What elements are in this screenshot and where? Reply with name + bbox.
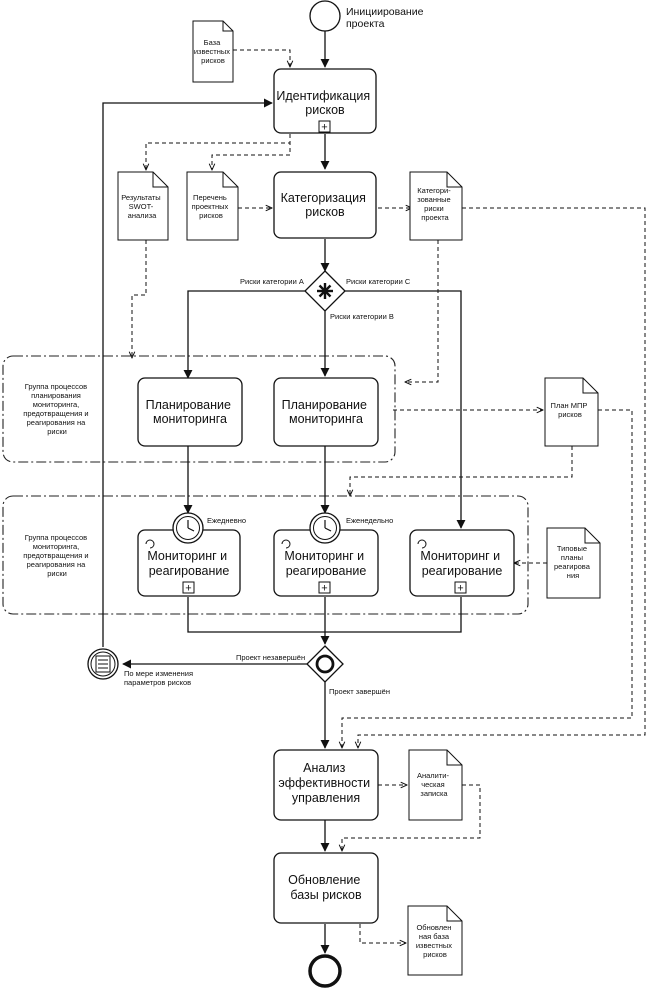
task-identification[interactable]: Идентификация рисков + xyxy=(273,68,377,134)
start-event-label: Инициирование проекта xyxy=(346,6,426,30)
flow-label-cat-a: Риски категории A xyxy=(240,277,304,286)
planning-group-label: Группа процессов планирования мониторинг… xyxy=(23,382,90,436)
start-event xyxy=(309,0,341,32)
svg-text:Обновление базы рисков: Обновление базы рисков xyxy=(288,873,364,902)
subprocess-marker xyxy=(454,581,467,594)
subprocess-marker xyxy=(182,581,195,594)
svg-text:Перечень проектных: Перечень проектных рисков xyxy=(192,193,231,220)
task-planning-b[interactable]: Планирование мониторинга xyxy=(273,377,379,447)
flow-label-cat-c: Риски категории C xyxy=(346,277,411,286)
svg-text:Аналити- ческая за: Аналити- ческая записка xyxy=(417,771,451,798)
event-gateway xyxy=(306,645,344,683)
task-analysis[interactable]: Анализ эффективности управления xyxy=(273,749,379,821)
task-categorization[interactable]: Категоризация рисков xyxy=(273,171,377,239)
data-analytic-note[interactable]: Аналити- ческая записка xyxy=(408,749,463,821)
svg-text:Категоризация рисков: Категоризация рисков xyxy=(281,191,370,219)
svg-text:Результаты SWOT- а: Результаты SWOT- анализа xyxy=(121,193,163,220)
loop-icon xyxy=(281,539,291,549)
data-swot[interactable]: Результаты SWOT- анализа xyxy=(117,171,169,241)
data-known-risks[interactable]: База известных рисков xyxy=(192,20,234,83)
svg-text:+: + xyxy=(457,583,463,595)
end-event xyxy=(308,954,342,988)
svg-text:+: + xyxy=(185,583,191,595)
svg-text:Мониторинг и реагировани: Мониторинг и реагирование xyxy=(420,549,503,578)
svg-text:+: + xyxy=(321,583,327,595)
data-project-risks[interactable]: Перечень проектных рисков xyxy=(186,171,239,241)
subprocess-marker xyxy=(318,581,331,594)
monitoring-group-label: Группа процессов мониторинга, предотвращ… xyxy=(23,533,90,578)
svg-text:План МПР рисков: План МПР рисков xyxy=(551,401,590,419)
svg-text:Обновлен ная база: Обновлен ная база известных рисков xyxy=(416,923,454,959)
data-updated-base[interactable]: Обновлен ная база известных рисков xyxy=(407,905,463,976)
timer-event-daily xyxy=(172,512,204,544)
svg-text:+: + xyxy=(321,122,327,134)
task-update[interactable]: Обновление базы рисков xyxy=(273,852,379,924)
flow-label-weekly: Еженедельно xyxy=(346,516,393,525)
loop-icon xyxy=(417,539,427,549)
data-categorized-risks[interactable]: Категори- зованные риски проекта xyxy=(409,171,463,241)
data-typical-plans[interactable]: Типовые планы реагирова ния xyxy=(546,527,601,599)
complex-gateway xyxy=(304,270,346,312)
svg-text:Мониторинг и реагировани: Мониторинг и реагирование xyxy=(147,549,230,578)
flow-label-cat-b: Риски категории B xyxy=(330,312,394,321)
conditional-event xyxy=(87,648,119,680)
timer-event-weekly xyxy=(309,512,341,544)
planning-group-box xyxy=(2,355,396,463)
svg-text:Планирование мониторинга: Планирование мониторинга xyxy=(146,398,235,426)
data-associations xyxy=(132,49,646,943)
svg-text:Анализ эффективности: Анализ эффективности управления xyxy=(278,761,373,805)
flow-label-not-finished: Проект незавершён xyxy=(236,653,305,662)
monitoring-group-box xyxy=(2,495,529,615)
task-planning-a[interactable]: Планирование мониторинга xyxy=(137,377,243,447)
sequence-flows xyxy=(102,31,466,954)
loop-icon xyxy=(145,539,155,549)
subprocess-marker xyxy=(318,120,331,133)
flow-label-daily: Ежедневно xyxy=(207,516,246,525)
flow-label-finished: Проект завершён xyxy=(329,687,390,696)
flow-label-on-change: По мере изменения параметров рисков xyxy=(124,669,195,687)
svg-text:Мониторинг и реагировани: Мониторинг и реагирование xyxy=(284,549,367,578)
data-mpr-plan[interactable]: План МПР рисков xyxy=(544,377,599,447)
task-monitoring-a[interactable]: Мониторинг и реагирование + xyxy=(137,529,241,597)
svg-text:Типовые планы реаг: Типовые планы реагирова ния xyxy=(554,544,592,580)
svg-text:База известных рис: База известных рисков xyxy=(194,38,232,65)
task-monitoring-c[interactable]: Мониторинг и реагирование + xyxy=(409,529,515,597)
svg-text:Категори- зованные: Категори- зованные риски проекта xyxy=(417,186,453,222)
svg-text:Идентификация рисков: Идентификация рисков xyxy=(276,89,373,117)
svg-text:Планирование мониторинга: Планирование мониторинга xyxy=(282,398,371,426)
task-monitoring-b[interactable]: Мониторинг и реагирование + xyxy=(273,529,379,597)
asterisk-icon xyxy=(317,283,333,299)
